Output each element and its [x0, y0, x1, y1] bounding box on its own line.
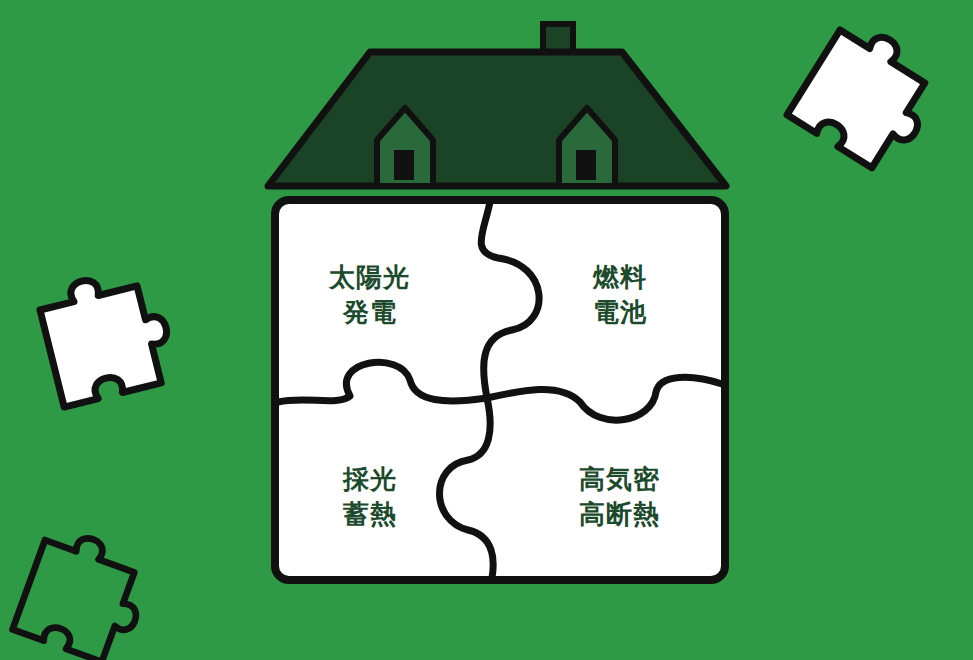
puzzle-seams: [278, 202, 722, 578]
piece-label: 燃料 電池: [577, 260, 663, 330]
puzzle-piece: 燃料 電池: [550, 240, 690, 350]
loose-piece: [787, 15, 950, 178]
piece-label: 太陽光 発電: [327, 260, 413, 330]
piece-label: 高気密 高断熱: [577, 462, 663, 532]
loose-piece: [36, 264, 179, 407]
roof: [268, 24, 726, 186]
puzzle-piece: 太陽光 発電: [300, 240, 440, 350]
piece-label: 採光 蓄熱: [327, 462, 413, 532]
puzzle-piece: 高気密 高断熱: [550, 442, 690, 552]
house-body: [275, 200, 725, 580]
puzzle-piece: 採光 蓄熱: [300, 442, 440, 552]
loose-piece: [13, 524, 157, 660]
